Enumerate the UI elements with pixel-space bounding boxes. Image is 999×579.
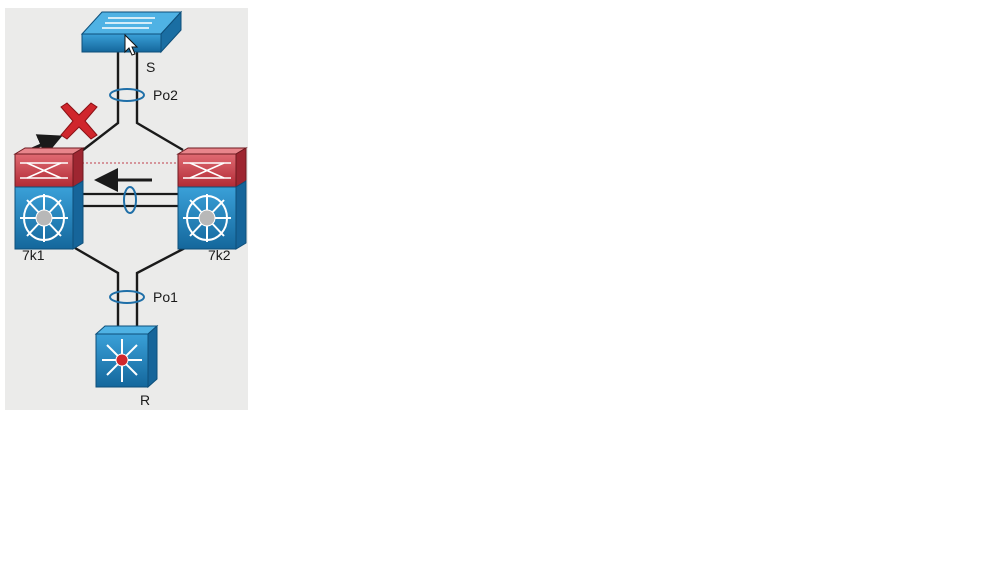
nexus-7k1-label: 7k1 <box>22 247 45 263</box>
downlink-cables <box>74 246 186 333</box>
peer-link-ring <box>123 186 137 214</box>
multilayer-switch-icon <box>94 324 159 389</box>
red-x-icon <box>60 102 98 140</box>
portchannel-po2-ring <box>109 88 145 102</box>
nexus-7000-icon <box>176 147 248 250</box>
po2-label: Po2 <box>153 87 178 103</box>
layer2-switch-icon <box>80 10 183 54</box>
failure-arrow <box>31 134 63 157</box>
peer-link <box>82 192 178 208</box>
nexus-7000-icon <box>13 147 85 250</box>
router-r-label: R <box>140 392 150 408</box>
topology-svg: S Po2 7k1 7k2 Po1 R <box>13 10 248 408</box>
network-diagram: S Po2 7k1 7k2 Po1 R <box>5 8 248 410</box>
switch-s-label: S <box>146 59 155 75</box>
uplink-cables <box>82 50 184 152</box>
po1-label: Po1 <box>153 289 178 305</box>
portchannel-po1-ring <box>109 290 145 304</box>
cursor-icon <box>124 33 139 56</box>
nexus-7k2-label: 7k2 <box>208 247 231 263</box>
